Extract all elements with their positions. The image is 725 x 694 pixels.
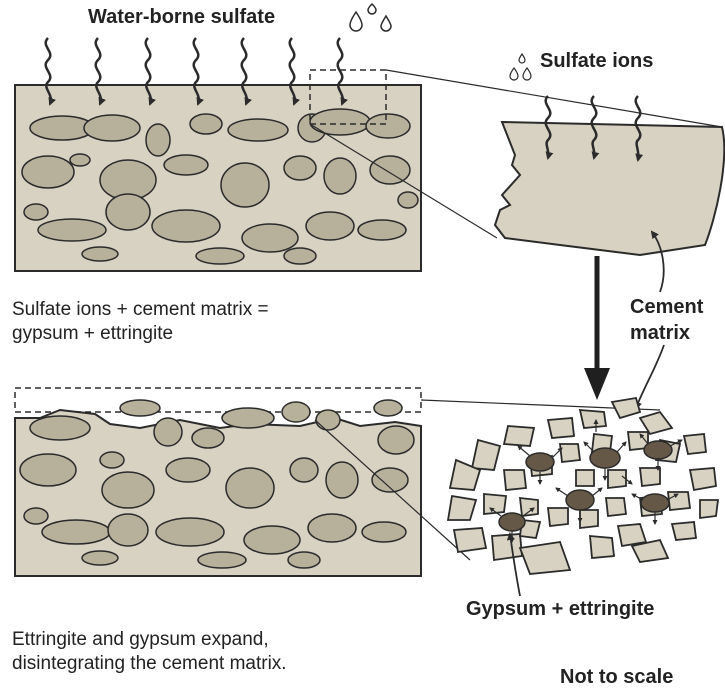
intact-concrete-block	[15, 70, 421, 271]
zoomed-cement-fragment	[495, 54, 724, 255]
not-to-scale-note: Not to scale	[560, 666, 673, 689]
expansion-text-line2: disintegrating the cement matrix.	[12, 652, 287, 675]
disintegrated-matrix	[448, 398, 718, 574]
water-borne-sulfate-label: Water-borne sulfate	[88, 6, 275, 29]
reaction-text-line2: gypsum + ettringite	[12, 322, 173, 345]
reaction-text-line1: Sulfate ions + cement matrix =	[12, 298, 269, 321]
cement-fragment-shape	[495, 122, 724, 255]
sulfate-ions-label: Sulfate ions	[540, 50, 653, 73]
droplet-icon	[510, 54, 531, 80]
expansion-text-line1: Ettringite and gypsum expand,	[12, 628, 269, 651]
damaged-concrete-block	[15, 388, 421, 576]
cement-matrix-label-line2: matrix	[630, 322, 690, 345]
cement-matrix-label-line1: Cement	[630, 296, 703, 319]
original-surface-outline	[15, 388, 421, 412]
droplet-icon	[350, 4, 391, 31]
transition-arrow	[584, 256, 610, 400]
cement-matrix-pointers	[636, 232, 664, 408]
matrix-fragments	[448, 398, 718, 574]
gypsum-ettringite-label: Gypsum + ettringite	[466, 598, 654, 621]
